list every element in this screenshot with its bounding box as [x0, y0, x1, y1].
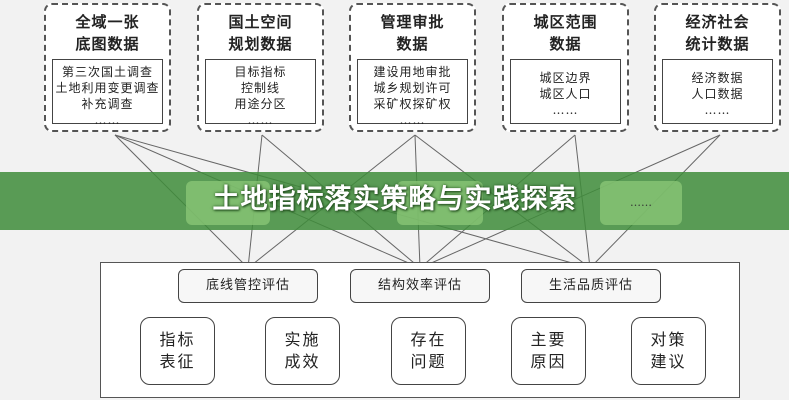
source-card-items: 建设用地审批 城乡规划许可 采矿权探矿权 …… [357, 59, 468, 127]
source-item: …… [704, 103, 731, 117]
source-card-planning: 国土空间 规划数据 目标指标 控制线 用途分区 …… [197, 3, 324, 132]
source-card-approval: 管理审批 数据 建设用地审批 城乡规划许可 采矿权探矿权 …… [349, 3, 476, 132]
eval-structure-efficiency: 结构效率评估 [350, 269, 490, 303]
source-item: 土地利用变更调查 [55, 81, 160, 95]
node-implementation-results: 实施 成效 [265, 317, 340, 385]
node-indicator-representation: 指标 表征 [140, 317, 215, 385]
source-card-items: 经济数据 人口数据 …… [662, 59, 773, 124]
banner-pill-ellipsis: …… [600, 181, 682, 225]
banner-pill [397, 181, 483, 225]
source-card-socioeconomic: 经济社会 统计数据 经济数据 人口数据 …… [654, 3, 781, 132]
source-item: 用途分区 [234, 97, 287, 111]
source-item: 补充调查 [81, 97, 134, 111]
banner-title: 土地指标落实策略与实践探索 [212, 184, 577, 215]
node-existing-problems: 存在 问题 [391, 317, 466, 385]
source-card-items: 第三次国土调查 土地利用变更调查 补充调查 …… [52, 59, 163, 127]
eval-baseline-control: 底线管控评估 [178, 269, 318, 303]
source-card-basemap: 全域一张 底图数据 第三次国土调查 土地利用变更调查 补充调查 …… [44, 3, 171, 132]
source-item: 目标指标 [234, 65, 287, 79]
source-item: 经济数据 [691, 71, 744, 85]
banner-pill-text: …… [630, 196, 652, 209]
source-item: 人口数据 [691, 87, 744, 101]
source-item: 控制线 [240, 81, 280, 95]
source-item: 城区人口 [539, 87, 592, 101]
source-item: 第三次国土调查 [61, 65, 153, 79]
source-item: 城乡规划许可 [373, 81, 452, 95]
source-card-items: 目标指标 控制线 用途分区 …… [205, 59, 316, 127]
source-item: 采矿权探矿权 [373, 97, 452, 111]
source-item: …… [399, 113, 426, 127]
source-item: 建设用地审批 [373, 65, 452, 79]
eval-life-quality: 生活品质评估 [521, 269, 661, 303]
source-card-title: 城区范围 数据 [533, 13, 598, 53]
source-card-items: 城区边界 城区人口 …… [510, 59, 621, 124]
source-card-title: 国土空间 规划数据 [228, 13, 293, 53]
node-main-causes: 主要 原因 [511, 317, 586, 385]
source-item: …… [552, 103, 579, 117]
source-card-title: 经济社会 统计数据 [685, 13, 750, 53]
banner-pill [186, 181, 270, 225]
source-card-title: 全域一张 底图数据 [75, 13, 140, 53]
source-item: …… [94, 113, 121, 127]
source-item: 城区边界 [539, 71, 592, 85]
node-countermeasures: 对策 建议 [631, 317, 706, 385]
source-card-urban: 城区范围 数据 城区边界 城区人口 …… [502, 3, 629, 132]
source-item: …… [247, 113, 274, 127]
source-card-title: 管理审批 数据 [380, 13, 445, 53]
